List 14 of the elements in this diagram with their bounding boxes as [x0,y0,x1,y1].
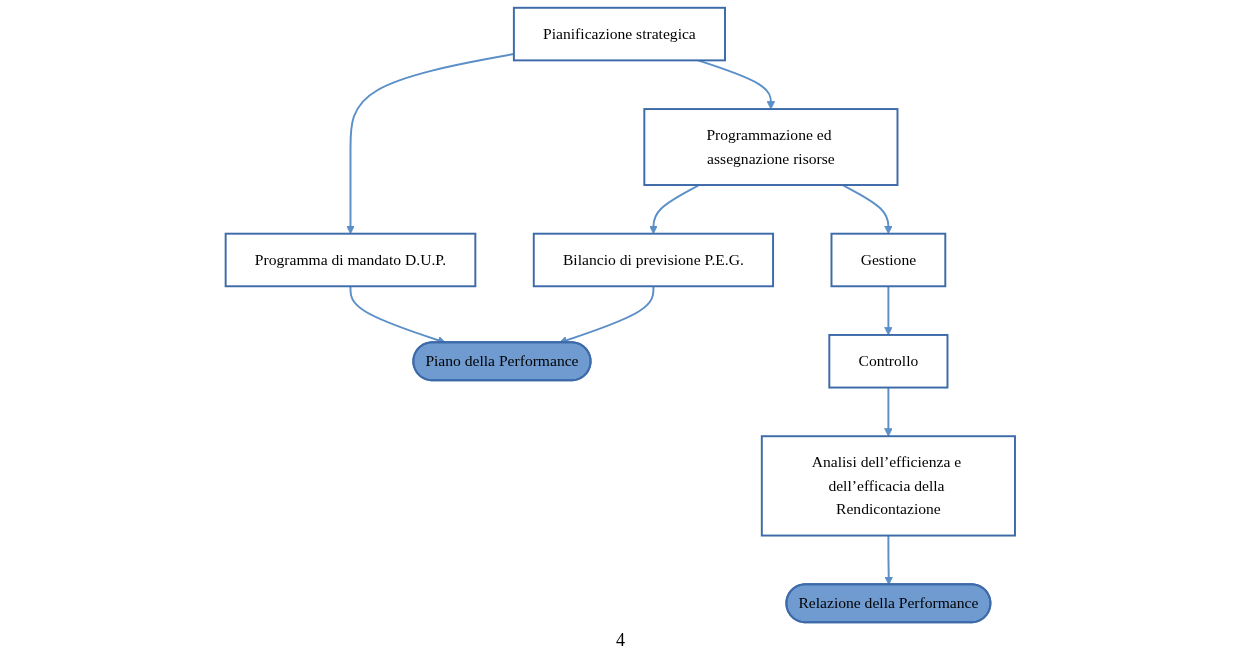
arrow [649,184,701,235]
arrow [697,59,776,110]
arrow [884,534,894,586]
arrow [884,386,893,437]
node-box: Gestione [830,232,947,288]
arrow [841,184,893,235]
node-box: Programma di mandato D.U.P. [224,232,477,288]
arrow [884,285,893,336]
node-box: Bilancio di previsione P.E.G. [532,232,775,288]
node-box: Controllo [828,334,949,389]
node-box: Analisi dell’efficienza e dell’efficacia della Rendicontazione [761,435,1017,537]
page-number: 4 [615,630,626,651]
node-box: Programmazione ed assegnazione risorse [643,108,899,186]
node-box: Pianificazione strategica [513,6,727,62]
